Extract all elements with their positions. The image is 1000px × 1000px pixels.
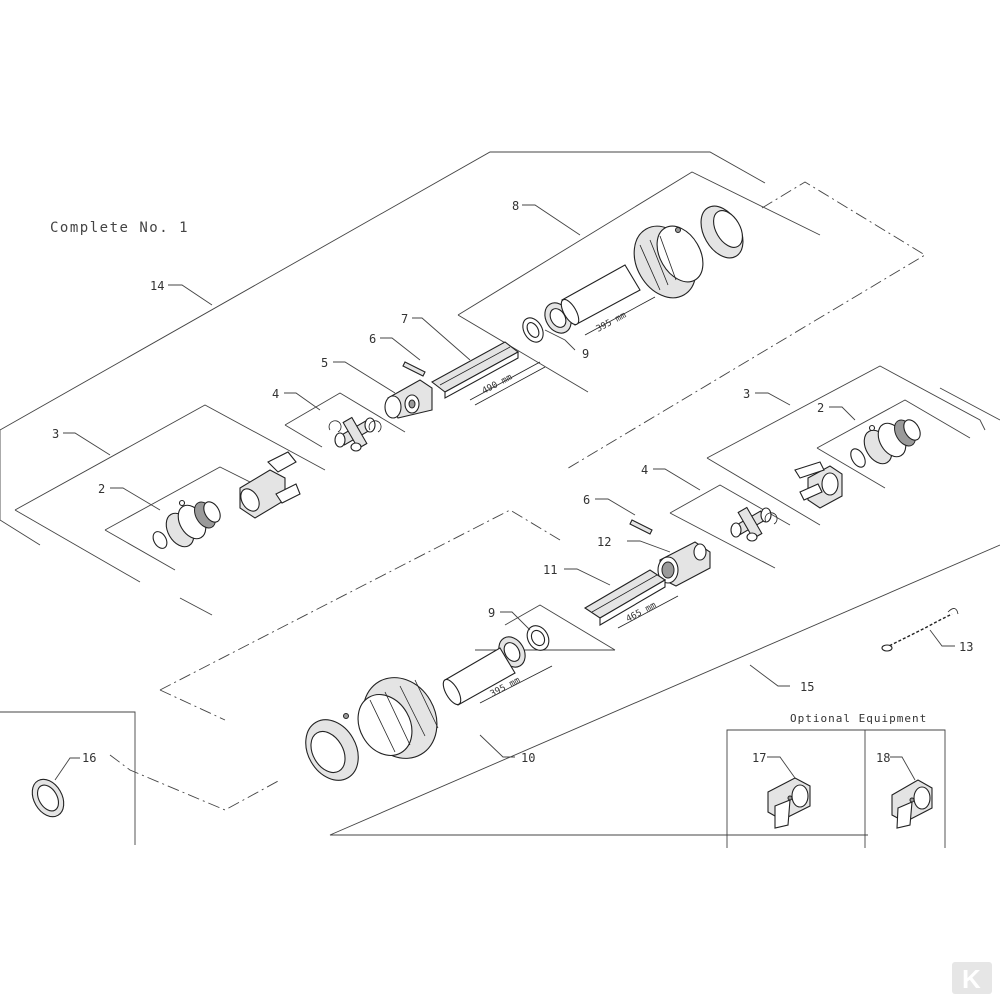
part-11-profile-tube: [583, 569, 667, 626]
part-18-yoke: [891, 779, 933, 829]
callout-8: 8: [512, 199, 519, 213]
part-3-yoke-right: [794, 461, 843, 509]
callout-5: 5: [321, 356, 328, 370]
optional-equipment-heading: Optional Equipment: [790, 712, 927, 725]
assembly-frame-14: [0, 151, 766, 616]
part-12-inner-yoke: [657, 541, 711, 587]
svg-text:K: K: [962, 964, 981, 994]
callout-17: 17: [752, 751, 766, 765]
part-6-pin-lower: [629, 519, 653, 535]
callout-3-left: 3: [52, 427, 59, 441]
brand-logo: K: [952, 962, 992, 994]
subframe-10: [109, 509, 561, 811]
part-6-pin-upper: [402, 361, 426, 377]
callout-10: 10: [521, 751, 535, 765]
subframe-3-left: [14, 404, 326, 583]
part-8-guard: [560, 205, 744, 326]
part-4-cross-left: [328, 416, 382, 452]
svg-text:395 mm: 395 mm: [595, 311, 628, 335]
part-2-guard-bearing-right: [850, 419, 921, 468]
callout-4-right: 4: [641, 463, 648, 477]
callout-14: 14: [150, 279, 164, 293]
part-3-yoke-left: [239, 451, 301, 519]
part-4-cross-right: [730, 506, 778, 542]
callout-18: 18: [876, 751, 890, 765]
subframe-16: [0, 711, 136, 845]
callout-15: 15: [800, 680, 814, 694]
callout-2-left: 2: [98, 482, 105, 496]
part-17-yoke: [767, 777, 811, 829]
callout-7: 7: [401, 312, 408, 326]
callout-3-right: 3: [743, 387, 750, 401]
callout-16: 16: [82, 751, 96, 765]
callout-9-upper: 9: [582, 347, 589, 361]
callout-6-upper: 6: [369, 332, 376, 346]
callout-9-lower: 9: [488, 606, 495, 620]
part-5-inner-yoke: [384, 379, 433, 419]
part-2-guard-bearing-left: [152, 499, 221, 549]
callout-12: 12: [597, 535, 611, 549]
part-7-profile-tube: [430, 341, 520, 399]
callout-6-lower: 6: [583, 493, 590, 507]
optional-equipment-frame: [726, 729, 946, 848]
leader-lines: [54, 204, 955, 781]
part-10-guard: [305, 647, 516, 781]
callout-11: 11: [543, 563, 557, 577]
callout-13: 13: [959, 640, 973, 654]
part-13-chain: [881, 608, 959, 652]
subframe-3-right: [706, 365, 986, 526]
callout-4-left: 4: [272, 387, 279, 401]
part-16-ring: [31, 778, 65, 818]
subframe-4-left: [284, 392, 406, 448]
assembly-frame-15: [329, 387, 1000, 836]
part-9-ring-upper: [522, 302, 572, 343]
subframe-8: [457, 171, 926, 471]
callout-2-right: 2: [817, 401, 824, 415]
diagram-title: Complete No. 1: [50, 220, 189, 236]
